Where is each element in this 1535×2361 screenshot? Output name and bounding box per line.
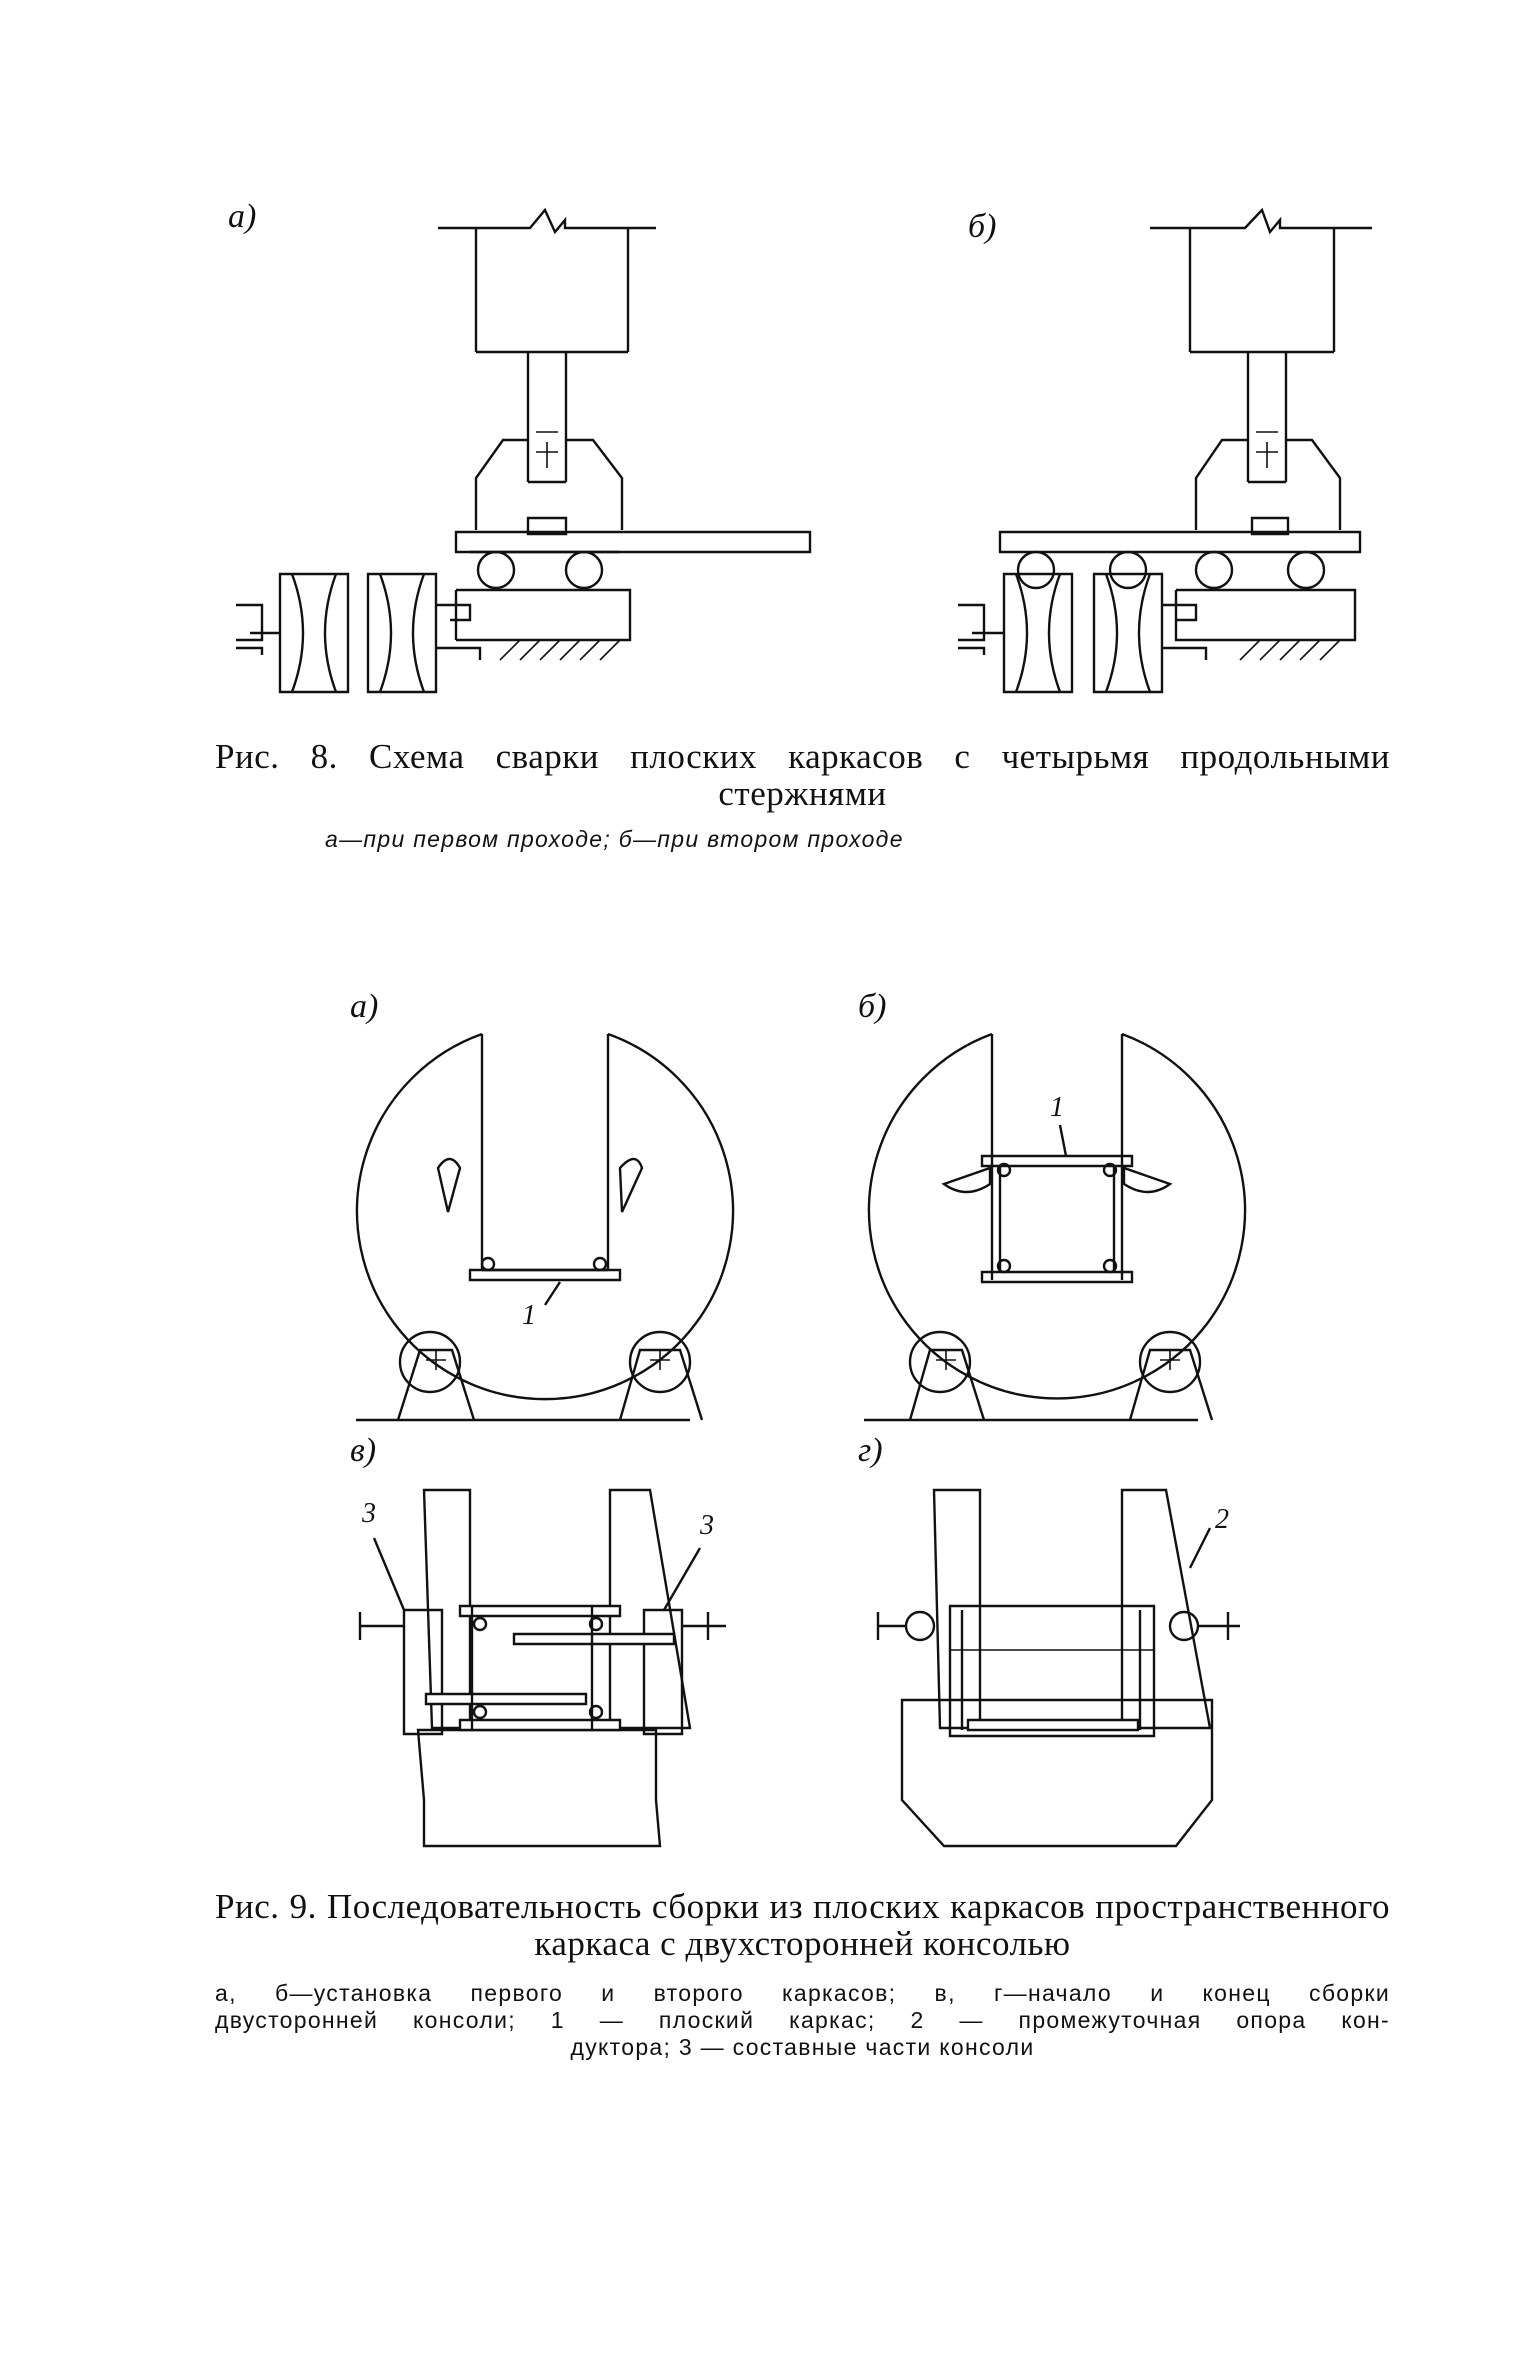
fig9-label-b: б) <box>858 988 887 1025</box>
fig9-callout-2: 2 <box>1215 1504 1229 1535</box>
fig9-callout-3-left: 3 <box>362 1498 376 1529</box>
fig9-caption-num: Рис. 9. <box>215 1887 317 1926</box>
fig9-subcaption-line-1: а, б—установка первого и второго каркасо… <box>215 1980 1390 2006</box>
fig9-panel-a-drawing <box>0 0 1535 1450</box>
fig8a-roller-2 <box>368 574 436 692</box>
fig8-label-b: б) <box>968 208 997 245</box>
fig9-label-a: а) <box>350 988 379 1025</box>
fig9-subcaption-line-3: дуктора; 3 — составные части консоли <box>570 2034 1035 2060</box>
fig9-subcaption-line-2: двусторонней консоли; 1 — плоский каркас… <box>215 2007 1390 2033</box>
fig9-callout-3-right: 3 <box>700 1510 714 1541</box>
fig9-panel-g-drawing <box>0 0 1535 1880</box>
fig8-panel-b-drawing <box>0 0 1535 720</box>
fig8-label-a: а) <box>228 198 257 235</box>
fig9-callout-1b: 1 <box>1050 1092 1064 1123</box>
fig9-label-g: г) <box>858 1432 883 1469</box>
fig9-label-v: в) <box>350 1432 377 1469</box>
fig9-panel-v-drawing <box>0 0 1535 1880</box>
fig9-callout-1a: 1 <box>522 1300 536 1331</box>
fig8-panel-a-drawing <box>0 0 1535 720</box>
fig9-caption-text: Последовательность сборки из плоских кар… <box>326 1887 1390 1963</box>
fig8-caption-text: Схема сварки плоских каркасов с четырьмя… <box>369 737 1390 813</box>
fig9-panel-b-drawing <box>0 0 1535 1450</box>
fig8-caption: Рис. 8. Схема сварки плоских каркасов с … <box>215 738 1390 812</box>
fig8b-roller-2 <box>1094 574 1162 692</box>
fig8-caption-num: Рис. 8. <box>215 737 338 776</box>
fig8-subcaption: а—при первом проходе; б—при втором прохо… <box>325 826 904 852</box>
fig9-caption: Рис. 9. Последовательность сборки из пло… <box>215 1888 1390 1962</box>
